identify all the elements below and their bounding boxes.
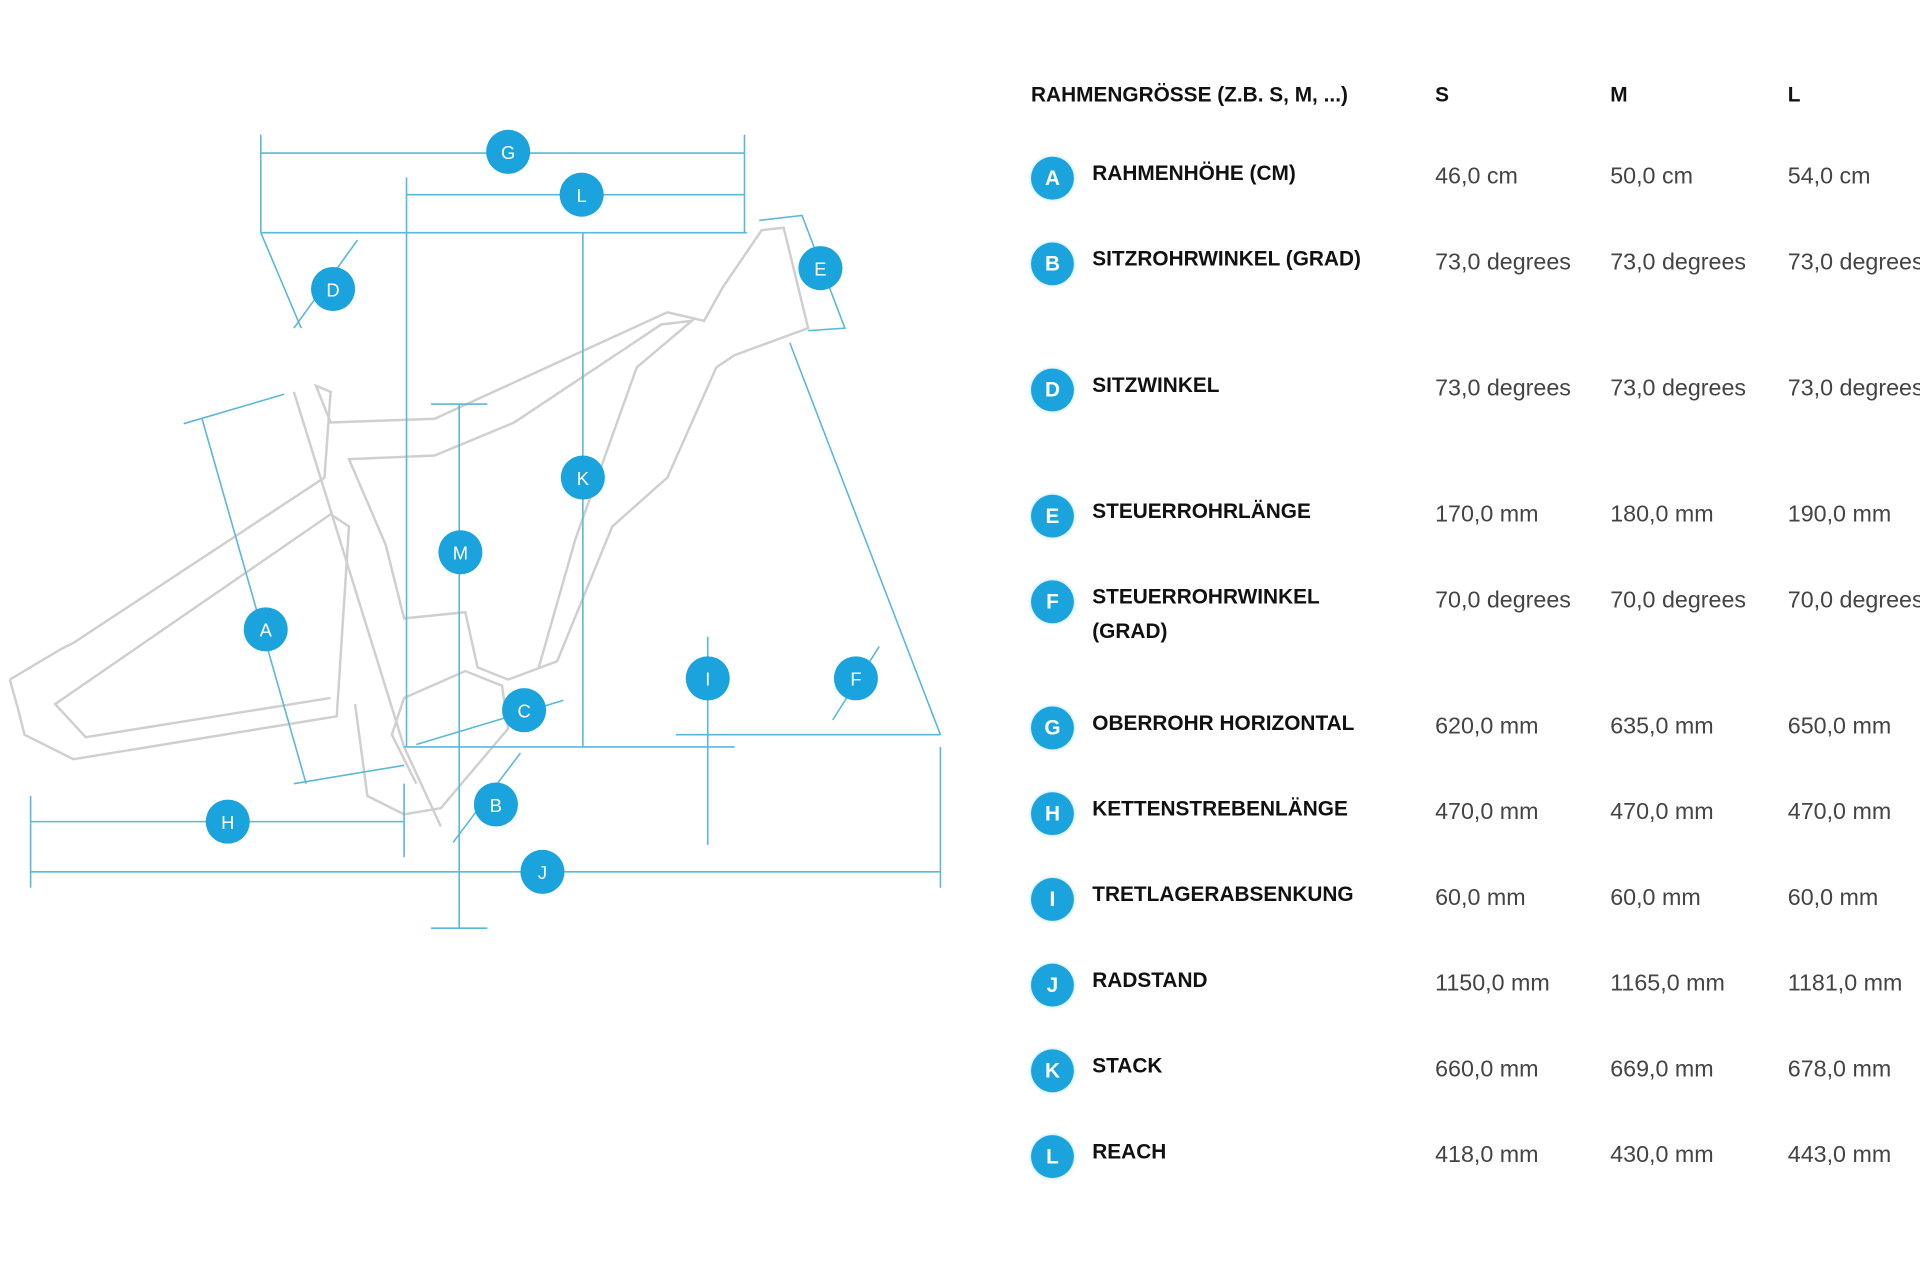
row-value: 635,0 mm (1610, 713, 1714, 740)
row-label: TRETLAGERABSENKUNG (1092, 882, 1354, 907)
marker-badge: J (1031, 963, 1074, 1007)
row-value: 470,0 mm (1610, 799, 1714, 826)
row-value: 660,0 mm (1435, 1056, 1539, 1083)
marker-letter: E (814, 259, 826, 280)
row-label: STEUERROHRWINKEL (GRAD) (1092, 585, 1320, 643)
row-value: 180,0 mm (1610, 502, 1714, 528)
row-value: 190,0 mm (1787, 502, 1892, 528)
row-label: OBERROHR HORIZONTAL (1092, 711, 1355, 735)
row-value: 170,0 mm (1435, 502, 1539, 528)
row-value: 70,0 degrees (1610, 587, 1747, 614)
size-l-header: L (1787, 83, 1801, 107)
size-column-header: RAHMENGRÖSSE (Z.B. S, M, ...) (1031, 83, 1348, 107)
row-value: 70,0 degrees (1787, 587, 1920, 614)
row-value: 620,0 mm (1435, 713, 1539, 740)
marker-i: I (685, 656, 730, 701)
size-m-header: M (1610, 83, 1628, 107)
row-value: 650,0 mm (1787, 713, 1892, 740)
row-value: 70,0 degrees (1435, 587, 1571, 614)
row-value: 418,0 mm (1435, 1142, 1539, 1169)
row-value: 669,0 mm (1610, 1056, 1714, 1083)
marker-badge: K (1031, 1049, 1074, 1093)
row-value: 1150,0 mm (1435, 971, 1550, 997)
marker-badge: D (1031, 368, 1074, 412)
marker-badge: E (1031, 494, 1074, 538)
row-label: RAHMENHÖHE (CM) (1092, 161, 1296, 185)
row-label: STEUERROHRLÄNGE (1092, 499, 1311, 523)
marker-f: F (833, 656, 878, 701)
marker-e: E (798, 246, 843, 291)
marker-d: D (311, 266, 356, 312)
marker-a: A (243, 607, 288, 652)
row-label: RADSTAND (1092, 968, 1208, 992)
row-value: 470,0 mm (1787, 799, 1892, 826)
row-value: 430,0 mm (1610, 1142, 1714, 1169)
marker-letter: G (501, 142, 515, 163)
marker-l: L (559, 172, 604, 217)
marker-badge: H (1031, 792, 1074, 836)
marker-k: K (560, 455, 605, 500)
marker-letter: A (260, 620, 273, 641)
row-label: SITZWINKEL (1092, 373, 1220, 397)
marker-j: J (520, 849, 565, 894)
marker-letter: M (453, 543, 468, 564)
row-value: 1165,0 mm (1610, 971, 1725, 997)
marker-badge: A (1031, 156, 1074, 200)
marker-badge: G (1031, 706, 1074, 750)
marker-badge: I (1031, 877, 1074, 921)
marker-c: C (502, 688, 547, 733)
marker-letter: H (221, 812, 234, 833)
row-label: STACK (1092, 1054, 1163, 1078)
size-s-header: S (1435, 83, 1450, 107)
row-value: 46,0 cm (1435, 164, 1518, 190)
row-value: 60,0 mm (1787, 885, 1879, 912)
marker-letter: C (517, 701, 530, 722)
row-value: 73,0 degrees (1787, 375, 1920, 402)
bike-frame-diagram: G L E D K M A I F C B H J (8, 129, 942, 929)
row-value: 1181,0 mm (1787, 971, 1903, 997)
marker-badge: F (1031, 580, 1074, 624)
row-label: REACH (1092, 1140, 1167, 1164)
row-value: 73,0 degrees (1610, 375, 1747, 402)
row-value: 73,0 degrees (1610, 249, 1747, 276)
row-value: 50,0 cm (1610, 164, 1693, 190)
row-value: 73,0 degrees (1435, 375, 1571, 402)
row-value: 443,0 mm (1787, 1142, 1892, 1169)
marker-m: M (438, 530, 483, 575)
row-value: 73,0 degrees (1787, 249, 1920, 276)
marker-letter: I (705, 669, 710, 690)
row-value: 470,0 mm (1435, 799, 1539, 826)
row-value: 60,0 mm (1610, 885, 1701, 912)
row-label: SITZROHRWINKEL (GRAD) (1092, 247, 1361, 271)
marker-letter: L (577, 185, 587, 206)
marker-letter: D (326, 279, 339, 300)
marker-letter: J (538, 862, 547, 883)
marker-letter: F (850, 669, 861, 690)
row-value: 54,0 cm (1787, 164, 1871, 190)
dimension-markers: G L E D K M A I F C B H J (205, 129, 878, 894)
row-value: 73,0 degrees (1435, 249, 1571, 276)
row-value: 678,0 mm (1787, 1056, 1892, 1083)
marker-badge: L (1031, 1135, 1074, 1178)
row-label: KETTENSTREBENLÄNGE (1092, 797, 1348, 821)
marker-h: H (205, 799, 250, 844)
marker-badge: B (1031, 242, 1074, 286)
marker-letter: K (577, 468, 590, 489)
marker-letter: B (490, 795, 502, 816)
marker-b: B (473, 782, 518, 827)
row-value: 60,0 mm (1435, 885, 1526, 912)
frame-outline (8, 226, 810, 828)
marker-g: G (486, 129, 531, 174)
